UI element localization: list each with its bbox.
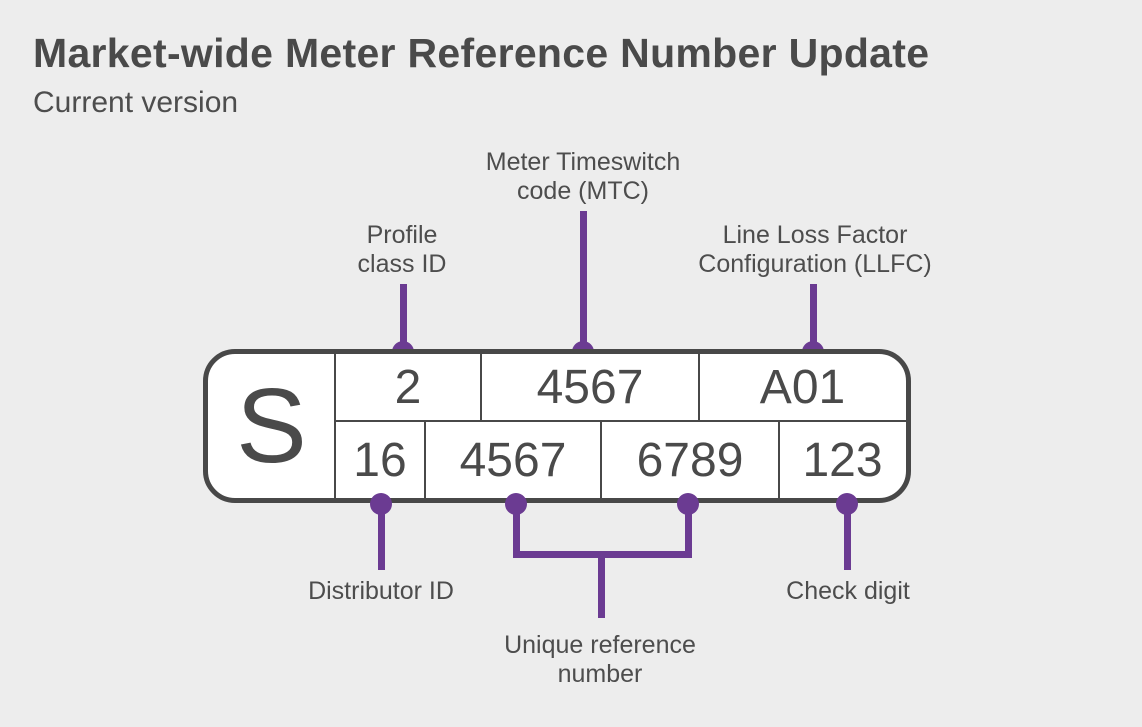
callout-line-llfc — [810, 284, 817, 354]
cell-mtc: 4567 — [536, 361, 644, 414]
divider-top-2 — [698, 354, 700, 420]
divider-top-1 — [480, 354, 482, 420]
divider-bottom-2 — [600, 422, 602, 498]
divider-prefix — [334, 354, 336, 498]
callout-label-mtc: Meter Timeswitch code (MTC) — [485, 148, 681, 205]
bracket-left-line — [513, 502, 520, 555]
callout-label-profile-class: Profile class ID — [357, 221, 447, 278]
bracket-right-line — [685, 502, 692, 555]
prefix-cell: S — [236, 366, 307, 485]
page-subtitle: Current version — [33, 86, 239, 119]
bracket-stem — [598, 551, 605, 618]
cell-check-digit: 123 — [802, 433, 883, 487]
callout-label-llfc: Line Loss Factor Configuration (LLFC) — [698, 221, 932, 278]
meter-reference-box: S 2 4567 A01 16 4567 6789 123 — [203, 349, 911, 503]
divider-rows — [334, 420, 906, 422]
cell-unique-ref-2: 6789 — [636, 433, 744, 487]
page-title: Market-wide Meter Reference Number Updat… — [33, 30, 930, 76]
divider-bottom-3 — [778, 422, 780, 498]
cell-profile-class-id: 2 — [394, 361, 422, 414]
callout-line-check-digit — [844, 502, 851, 570]
callout-label-unique-reference: Unique reference number — [504, 631, 696, 688]
callout-label-distributor: Distributor ID — [308, 577, 454, 605]
divider-bottom-1 — [424, 422, 426, 498]
callout-line-distributor — [378, 502, 385, 570]
callout-line-profile-class — [400, 284, 407, 354]
callout-label-check-digit: Check digit — [786, 577, 910, 605]
cell-llfc: A01 — [759, 361, 846, 414]
cell-distributor-id: 16 — [353, 433, 407, 487]
cell-unique-ref-1: 4567 — [459, 433, 567, 487]
callout-line-mtc — [580, 211, 587, 354]
